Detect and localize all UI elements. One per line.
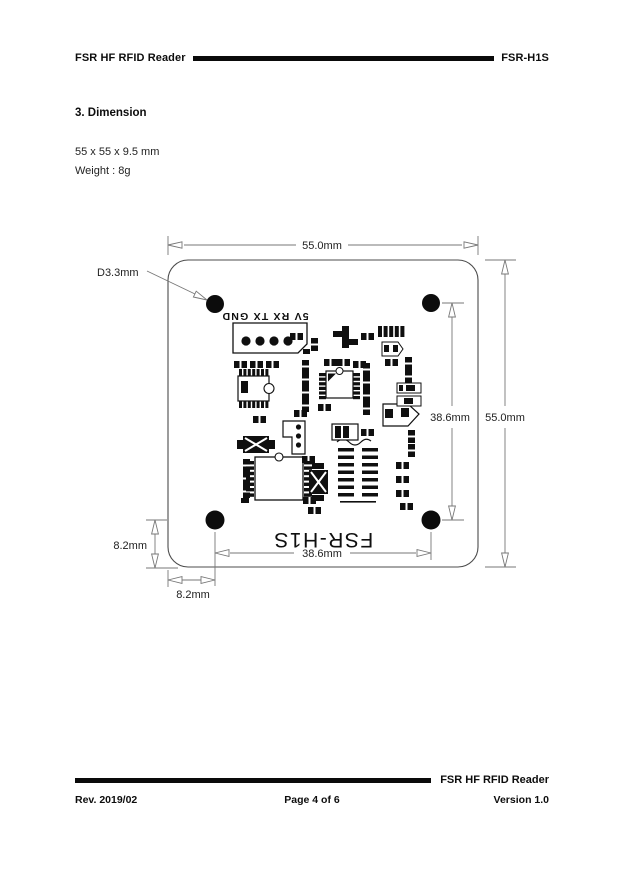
- header-rule: [192, 55, 495, 61]
- dimension-labels: 55.0mm D3.3mm 38.6mm 55.0mm 38.6mm 8.2mm…: [97, 240, 525, 601]
- mounting-holes: [205, 294, 441, 530]
- smd-pads: [234, 333, 415, 514]
- crystal-left: [237, 436, 275, 453]
- section-title: 3. Dimension: [75, 107, 147, 119]
- ic-center: [319, 367, 360, 400]
- footer-page-number: Page 4 of 6: [284, 794, 340, 806]
- pcb-components: 5V RX TX GND: [221, 310, 422, 551]
- pad-row: [378, 326, 405, 337]
- mounting-hole-bottom-right: [421, 510, 441, 530]
- resistor-components: [396, 382, 422, 407]
- footer-rule: [75, 777, 432, 783]
- dim-right-height-label: 55.0mm: [485, 412, 525, 424]
- crystal-center: [309, 463, 328, 501]
- page-header: FSR HF RFID Reader FSR-H1S: [75, 52, 549, 64]
- header-product-label: FSR HF RFID Reader: [75, 52, 186, 64]
- dimension-spec-line: 55 x 55 x 9.5 mm: [75, 146, 160, 158]
- l-shaped-component: [282, 420, 306, 455]
- weight-spec-line: Weight : 8g: [75, 165, 131, 177]
- hole-diameter-label: D3.3mm: [97, 267, 139, 279]
- serial-connector: [232, 322, 308, 354]
- dimension-arrows: [151, 241, 509, 584]
- dim-top-width-label: 55.0mm: [302, 240, 342, 252]
- mounting-hole-top-left: [206, 295, 224, 313]
- ic-bottom-left: [246, 452, 312, 501]
- footer-rule-row: FSR HF RFID Reader: [75, 774, 549, 786]
- dim-hole-span-horizontal-label: 38.6mm: [302, 548, 342, 560]
- dim-hole-offset-left-label: 8.2mm: [113, 540, 147, 552]
- footer-meta-row: Rev. 2019/02 Page 4 of 6 Version 1.0: [75, 794, 549, 806]
- dim-hole-offset-bottom-label: 8.2mm: [176, 589, 210, 601]
- mounting-hole-top-right: [422, 294, 440, 312]
- ic-upper-left: [237, 369, 275, 408]
- ic-bottom-center: [336, 438, 378, 503]
- board-silkscreen-label: FSR-H1S: [273, 528, 373, 551]
- transistor-package: [381, 341, 404, 357]
- footer-product-label: FSR HF RFID Reader: [440, 774, 549, 786]
- dimension-diagram: 5V RX TX GND: [97, 236, 525, 601]
- regulator-component: [333, 326, 358, 348]
- header-model-label: FSR-H1S: [501, 52, 549, 64]
- connector-silkscreen-label: 5V RX TX GND: [221, 310, 308, 322]
- footer-revision: Rev. 2019/02: [75, 794, 138, 806]
- dim-hole-span-vertical-label: 38.6mm: [430, 412, 470, 424]
- footer-version: Version 1.0: [493, 794, 549, 806]
- mounting-hole-bottom-left: [205, 510, 225, 530]
- striped-component: [331, 423, 359, 441]
